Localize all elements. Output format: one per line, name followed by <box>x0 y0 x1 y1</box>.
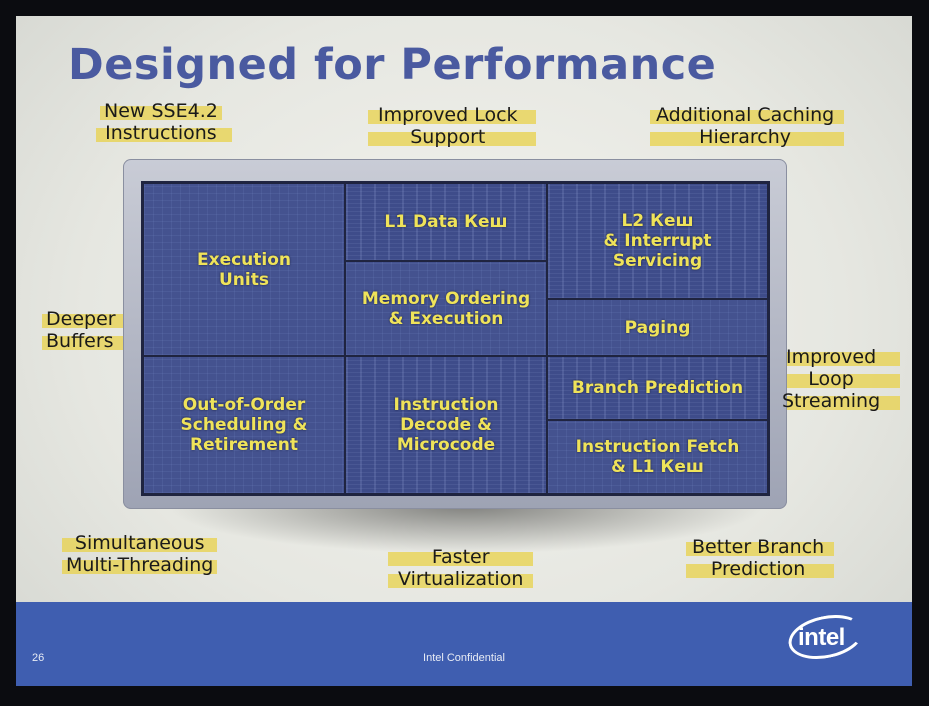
feature-sse42: New SSE4.2 Instructions <box>96 100 232 144</box>
die-block-instruction-fetch: Instruction Fetch & L1 Кеш <box>546 419 769 495</box>
die-block-branch-prediction: Branch Prediction <box>546 355 769 421</box>
slide-title: Designed for Performance <box>68 40 717 90</box>
feature-lock-support: Improved Lock Support <box>368 104 536 148</box>
die-block-memory-ordering: Memory Ordering & Execution <box>344 260 548 357</box>
die-label-l2-cache: L2 Кеш & Interrupt Servicing <box>603 211 712 271</box>
die-block-out-of-order: Out-of-Order Scheduling & Retirement <box>142 355 346 495</box>
feature-loop-streaming: Improved Loop Streaming <box>774 346 901 412</box>
feature-smt: Simultaneous Multi-Threading <box>62 532 218 576</box>
die-block-paging: Paging <box>546 298 769 357</box>
confidential-notice: Intel Confidential <box>423 652 505 664</box>
intel-logo-icon: intel <box>784 608 868 666</box>
die-label-out-of-order: Out-of-Order Scheduling & Retirement <box>180 395 308 455</box>
processor-die: Execution Units L1 Data Кеш Memory Order… <box>141 181 770 496</box>
die-label-execution-units: Execution Units <box>196 249 292 290</box>
die-label-paging: Paging <box>624 317 691 338</box>
die-block-l1-data-cache: L1 Data Кеш <box>344 182 548 262</box>
intel-logo-text: intel <box>798 624 845 651</box>
die-label-memory-ordering: Memory Ordering & Execution <box>361 288 531 329</box>
die-block-instruction-decode: Instruction Decode & Microcode <box>344 355 548 495</box>
feature-caching-hierarchy: Additional Caching Hierarchy <box>650 104 845 148</box>
die-label-branch-prediction: Branch Prediction <box>571 378 744 398</box>
die-label-instruction-decode: Instruction Decode & Microcode <box>393 395 499 455</box>
slide: Designed for Performance New SSE4.2 Inst… <box>16 16 912 686</box>
feature-branch-prediction: Better Branch Prediction <box>686 536 835 580</box>
die-block-l2-cache: L2 Кеш & Interrupt Servicing <box>546 182 769 300</box>
die-label-l1-data-cache: L1 Data Кеш <box>384 212 508 232</box>
die-label-instruction-fetch: Instruction Fetch & L1 Кеш <box>575 437 740 477</box>
page-number: 26 <box>32 652 45 664</box>
feature-virtualization: Faster Virtualization <box>388 546 534 590</box>
die-block-execution-units: Execution Units <box>142 182 346 357</box>
slide-footer: 26 Intel Confidential intel <box>16 602 912 686</box>
feature-deeper-buffers: Deeper Buffers <box>42 308 132 352</box>
